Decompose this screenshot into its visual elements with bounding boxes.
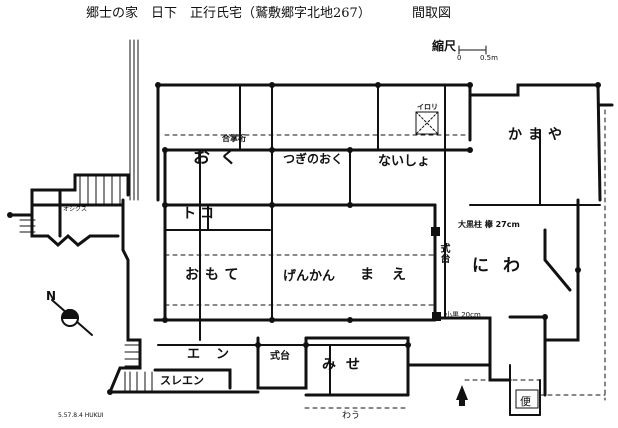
daikokubashira-label: 大黒柱 欅 27cm [458, 220, 520, 229]
kokubashira-label: 小黒 20cm [445, 311, 481, 319]
plan-title: 郷士の家 日下 正行氏宅（鷲敷郷字北地267） [86, 6, 371, 21]
gassho-label: 合掌桁 [222, 134, 246, 143]
room-omote: おもて [185, 267, 245, 283]
north-label: N [46, 289, 57, 303]
closet-label: オシクス [63, 206, 87, 213]
inner-walls [157, 84, 601, 416]
scale-zero: 0 [457, 54, 462, 62]
bottom-label: わう [342, 411, 361, 421]
room-en: エン [187, 347, 246, 362]
scale-label: 縮尺 [432, 39, 457, 53]
room-mae: まえ [360, 267, 424, 283]
room-naisho: ないしょ [378, 154, 431, 169]
room-toko: トコ [182, 206, 218, 222]
scale-bar [458, 45, 487, 55]
room-shikidai-2: 式台 [270, 351, 290, 362]
room-mise: みせ [322, 357, 370, 373]
north-arrow [51, 299, 93, 336]
room-niwa: にわ [472, 256, 534, 276]
outer-walls [8, 83, 614, 397]
scale-end: 0.5m [480, 54, 498, 62]
room-genkan: げんかん [283, 269, 336, 284]
plan-title-suffix: 間取図 [412, 6, 452, 21]
posts [7, 82, 601, 406]
room-kamaya: かまや [508, 127, 568, 143]
room-sure-en: スレエン [160, 374, 204, 387]
room-tsugi-no-oku: つぎのおく [283, 152, 344, 166]
room-shikidai-1: 式台 [438, 243, 449, 263]
date-label: 5.57.8.4 HUKUI [58, 412, 104, 419]
room-oku: おく [193, 148, 247, 168]
room-benjo: 便 [520, 395, 531, 408]
irori-label: イロリ [417, 103, 438, 111]
